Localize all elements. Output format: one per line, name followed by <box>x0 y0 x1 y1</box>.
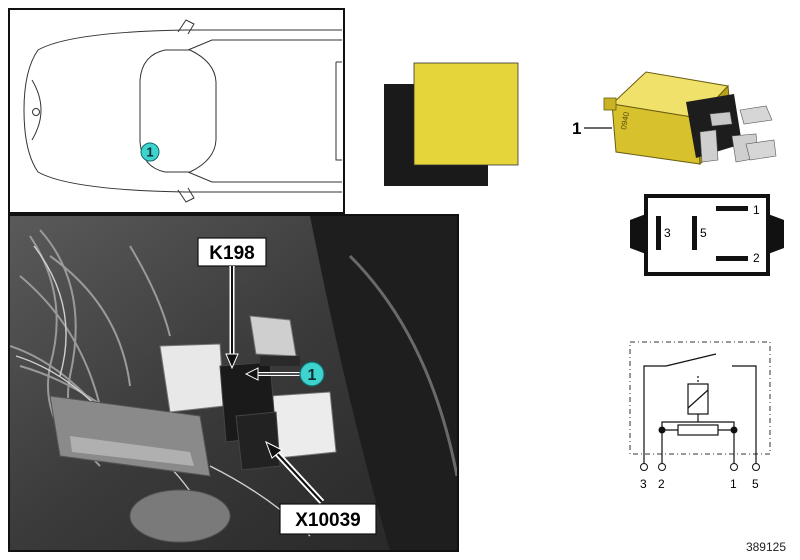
pin-2-blade <box>716 256 748 261</box>
x10039-arrow-head <box>265 440 283 459</box>
k198-callout: K198 <box>197 237 267 370</box>
resistor <box>677 424 719 436</box>
car-cabin-outline <box>139 49 217 173</box>
wire-terminal-3 <box>643 365 666 464</box>
installation-photo: K198 1 X10039 <box>10 216 457 550</box>
terminal-2-label: 2 <box>658 477 665 491</box>
k198-label: K198 <box>209 243 254 264</box>
photo-relay-socket <box>235 411 281 471</box>
coil-wires <box>661 414 735 430</box>
terminal-1-label: 1 <box>730 477 737 491</box>
switch-contact <box>665 353 717 367</box>
mirror-bottom <box>177 187 195 203</box>
terminal-3-label: 3 <box>640 477 647 491</box>
coil-diagonal <box>687 389 709 409</box>
mirror-top <box>177 19 195 35</box>
terminal-1-pin <box>730 463 738 471</box>
pin-1-blade <box>716 206 748 211</box>
pin-5-label: 5 <box>700 226 707 240</box>
terminal-5-label: 5 <box>752 477 759 491</box>
installation-photo-panel: K198 1 X10039 <box>8 214 459 552</box>
photo-dashboard-edge <box>348 254 457 477</box>
callout-arrow-head <box>244 367 259 381</box>
location-callout: 1 <box>140 142 160 162</box>
relay-part-image: 1 0940 <box>572 71 777 166</box>
pin-layout-tab-left <box>630 214 646 254</box>
pin-layout-tab-right <box>768 214 784 254</box>
photo-carrier-rail <box>70 436 194 466</box>
x10039-callout: X10039 <box>265 440 377 535</box>
terminal-2-pin <box>658 463 666 471</box>
photo-white-connector-right <box>269 391 337 459</box>
car-emblem <box>32 108 40 116</box>
pin-layout-diagram: 1 2 3 5 <box>630 194 784 276</box>
vehicle-location-panel: 1 <box>8 8 345 214</box>
photo-round-component <box>129 489 231 543</box>
figure-id: 389125 <box>745 540 786 554</box>
photo-dashboard-panel <box>310 216 457 550</box>
part-number-label: 1 <box>572 119 581 138</box>
photo-white-connector-left <box>159 343 225 413</box>
relay-color-swatch <box>384 62 519 186</box>
vehicle-outline-drawing: 1 <box>23 19 342 203</box>
k198-label-box <box>197 237 267 267</box>
car-roof-line-top <box>187 39 342 51</box>
pin-3-label: 3 <box>664 226 671 240</box>
junction-left <box>658 426 666 434</box>
pin-1-label: 1 <box>753 203 760 217</box>
car-front-line <box>31 79 42 141</box>
pin-5-blade <box>692 216 697 250</box>
svg-text:0940: 0940 <box>619 111 631 131</box>
wire-terminal-5 <box>732 365 757 464</box>
photo-relay-top <box>260 356 300 366</box>
x10039-arrow-line <box>271 447 323 503</box>
x10039-label-box <box>279 503 377 535</box>
terminal-5-pin <box>752 463 760 471</box>
relay-circuit-diagram: 3 2 1 5 <box>629 341 771 491</box>
car-roof-line-bottom <box>187 171 342 183</box>
relay-terminals <box>686 94 777 163</box>
circuit-boundary <box>629 341 771 455</box>
photo-location-callout: 1 <box>244 361 325 387</box>
x10039-label: X10039 <box>295 510 361 531</box>
car-body-outline <box>23 29 342 193</box>
photo-callout-circle <box>299 361 325 387</box>
photo-white-bracket <box>249 315 297 357</box>
junction-right <box>730 426 738 434</box>
pin-2-label: 2 <box>753 251 760 265</box>
location-callout-number: 1 <box>146 145 153 160</box>
pin-3-blade <box>656 216 661 250</box>
swatch-yellow <box>413 62 519 166</box>
photo-callout-number: 1 <box>308 367 317 384</box>
wires-terminals-2-1 <box>661 430 735 464</box>
terminal-3-pin <box>640 463 648 471</box>
car-rear-window <box>335 61 342 161</box>
k198-arrow-head <box>225 353 239 370</box>
